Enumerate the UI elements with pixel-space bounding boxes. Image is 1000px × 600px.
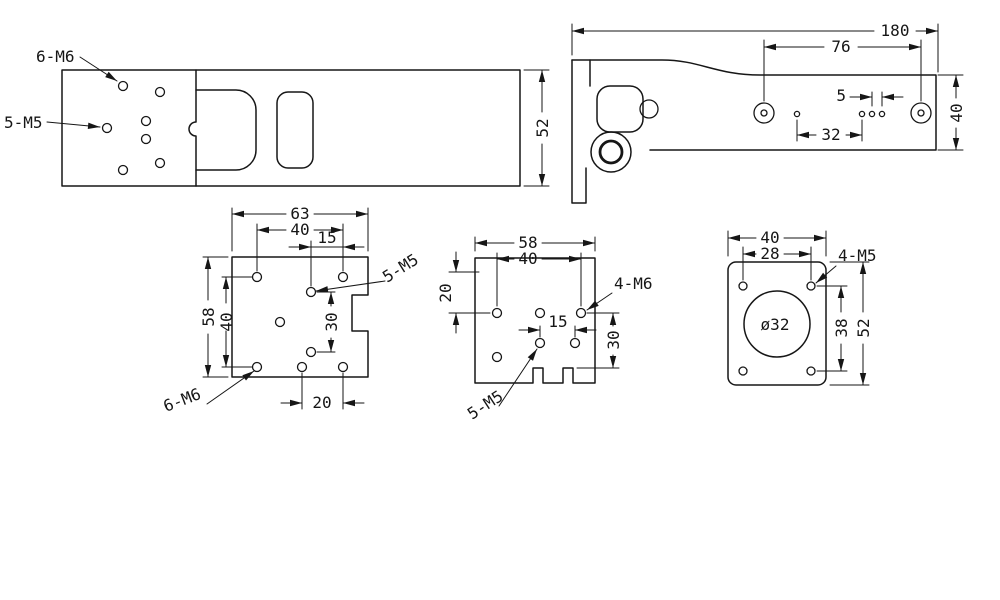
dim-label-30-right: 30 <box>604 330 623 349</box>
dim-label-40-left: 40 <box>217 312 236 331</box>
hinge-bore <box>598 139 624 165</box>
dim-hole-span: 76 <box>763 37 922 102</box>
dim-label-52-round: 52 <box>854 318 873 337</box>
dim-label-30: 30 <box>322 312 341 331</box>
dim-label-40-mid: 40 <box>518 249 537 268</box>
bore-circle <box>743 290 811 358</box>
dim-label-40-round: 40 <box>760 228 779 247</box>
dim-label-20-left: 20 <box>436 283 455 302</box>
dim-overall-length: 180 <box>571 21 939 73</box>
dim-arm-width: 40 <box>937 74 966 151</box>
leader-label-6m6: 6-M6 <box>36 47 75 66</box>
dim-label-58: 58 <box>199 307 218 326</box>
dim-plate-round-height-outer: 52 <box>829 261 873 386</box>
plate-large-holes <box>251 271 349 373</box>
plate-large-view: 63 40 15 58 40 <box>161 204 422 416</box>
dim-plate-large-height-outer: 58 <box>199 256 229 378</box>
dim-plate-round-height-inner: 38 <box>816 285 851 372</box>
plate-round-holes <box>738 281 816 376</box>
dim-label-hole-span: 76 <box>831 37 850 56</box>
dim-label-28: 28 <box>760 244 779 263</box>
dim-plate-large-width-outer: 63 <box>231 204 369 252</box>
dim-plate-large-width-inner: 15 <box>288 228 365 287</box>
dim-label-20-bottom: 20 <box>312 393 331 412</box>
mounting-holes <box>101 80 166 176</box>
arm-top-view: 180 76 5 32 40 <box>571 21 966 204</box>
dim-label-arm-height: 52 <box>533 118 552 137</box>
dim-arm-height: 52 <box>523 69 552 187</box>
dim-plate-round-width-outer: 40 <box>727 228 827 257</box>
plate-mid-view: 58 40 20 15 30 <box>436 233 653 423</box>
dim-plate-mid-width-inner: 40 <box>496 249 582 307</box>
bore-diameter-label: ø32 <box>761 315 790 334</box>
leader-label-4m6: 4-M6 <box>614 274 653 293</box>
dim-pitch-32: 32 <box>796 119 863 144</box>
leader-label-4m5: 4-M5 <box>838 246 877 265</box>
dim-label-overall-length: 180 <box>881 21 910 40</box>
dim-plate-round-width-inner: 28 <box>742 244 812 281</box>
dim-label-63: 63 <box>290 204 309 223</box>
dim-label-pitch-32: 32 <box>821 125 840 144</box>
leader-plate-mid-4m6: 4-M6 <box>586 274 653 311</box>
dim-plate-mid-inner: 15 <box>518 312 597 338</box>
leader-plate-large-5m5: 5-M5 <box>315 250 422 293</box>
plate-round-view: ø32 40 28 4-M5 <box>727 228 877 386</box>
dim-plate-large-height-inner: 30 <box>316 291 341 353</box>
leader-6m6: 6-M6 <box>36 47 118 82</box>
leader-label-plate-large-6m6: 6-M6 <box>161 384 204 416</box>
dim-plate-large-height-mid: 40 <box>217 276 253 368</box>
dim-label-40-top: 40 <box>290 220 309 239</box>
dim-plate-mid-width-outer: 58 <box>474 233 596 252</box>
dim-label-small-pitch: 5 <box>836 86 846 105</box>
hinge-boss <box>590 131 632 173</box>
arm-side-view: 6-M6 5-M5 52 <box>4 47 552 187</box>
plate-mid-holes <box>491 307 587 363</box>
dim-label-58-mid: 58 <box>518 233 537 252</box>
dim-label-15: 15 <box>317 228 336 247</box>
leader-plate-round-4m5: 4-M5 <box>815 246 877 284</box>
leader-label-5m5: 5-M5 <box>4 113 43 132</box>
arm-holes <box>753 102 932 124</box>
dim-label-15-mid: 15 <box>548 312 567 331</box>
dim-plate-mid-right: 30 <box>576 312 623 369</box>
dim-label-arm-width: 40 <box>947 103 966 122</box>
dim-plate-large-bottom: 20 <box>280 372 365 412</box>
dim-plate-mid-left: 20 <box>436 251 491 334</box>
dim-label-38: 38 <box>832 318 851 337</box>
dim-small-pitch: 5 <box>836 86 904 107</box>
dim-plate-large-width-mid: 40 <box>256 220 344 272</box>
leader-5m5: 5-M5 <box>4 113 101 132</box>
